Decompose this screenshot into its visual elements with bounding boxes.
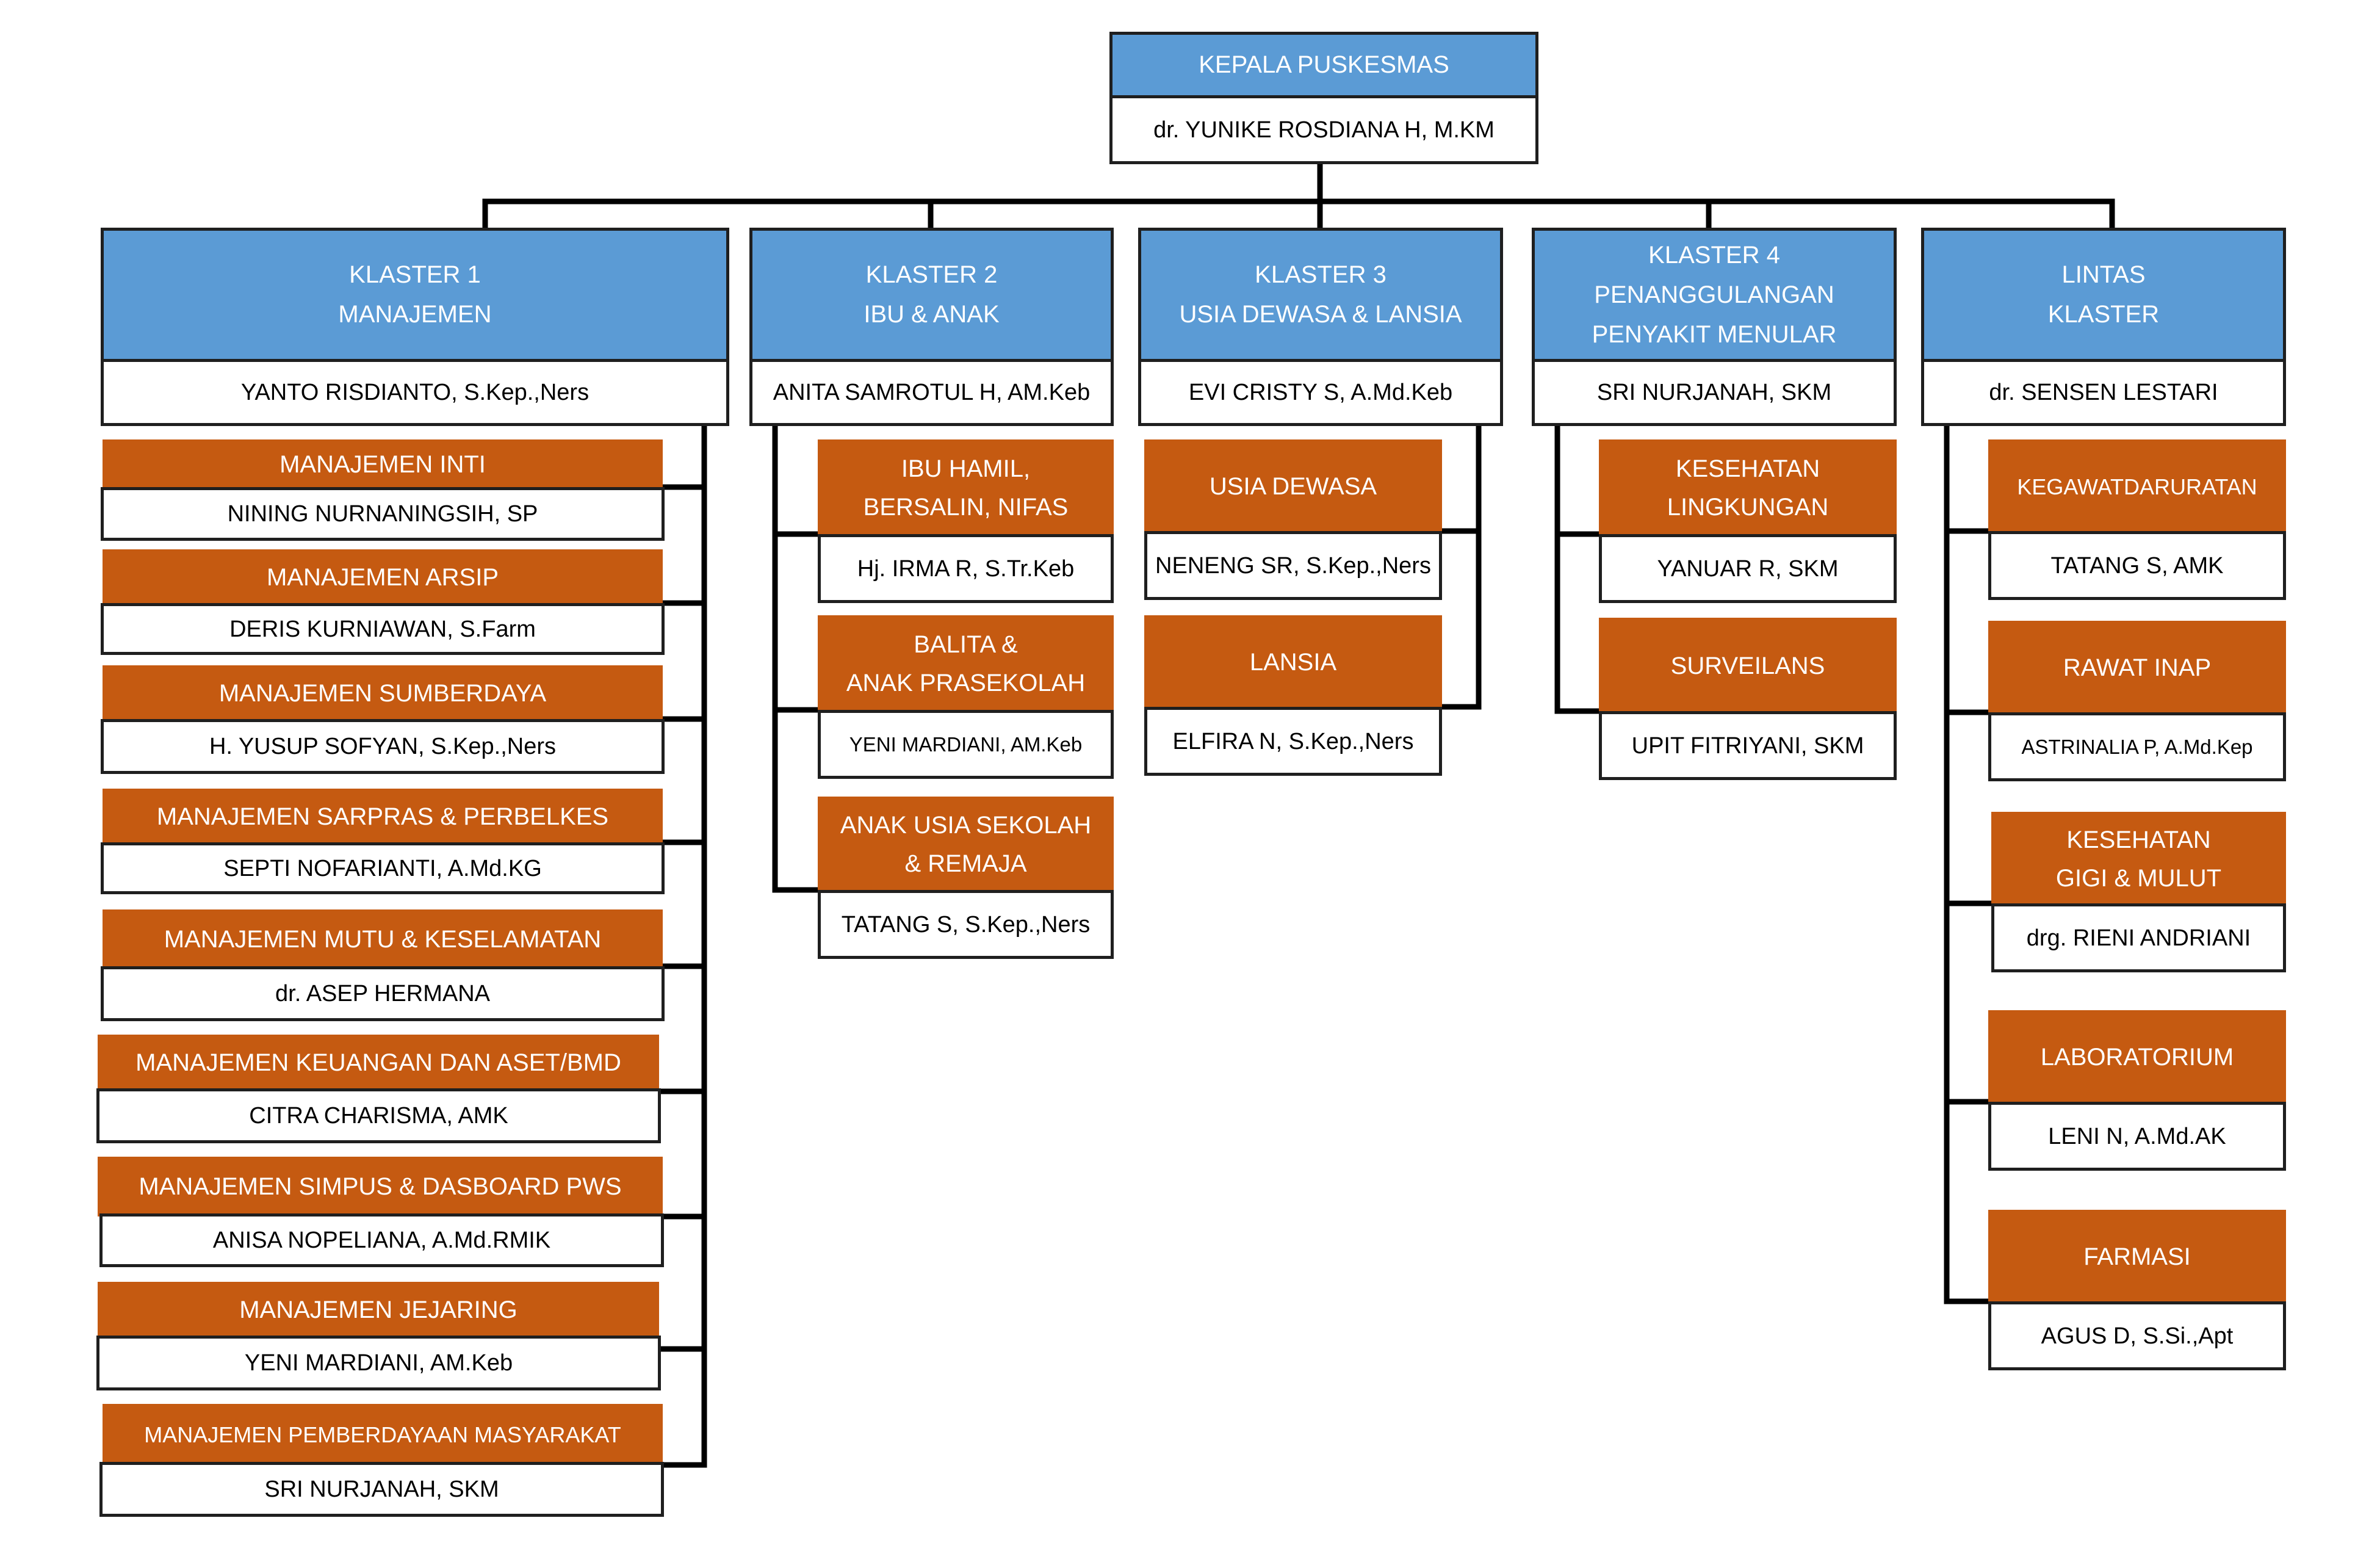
k4-unit-2-name: UPIT FITRIYANI, SKM bbox=[1599, 711, 1897, 780]
k1-unit-6-name: CITRA CHARISMA, AMK bbox=[96, 1088, 661, 1143]
k3-unit-2-title: LANSIA bbox=[1144, 615, 1442, 710]
k1-unit-6-title: MANAJEMEN KEUANGAN DAN ASET/BMD bbox=[98, 1035, 659, 1091]
k1-unit-3-title: MANAJEMEN SUMBERDAYA bbox=[103, 665, 663, 722]
k1-unit-1-title: MANAJEMEN INTI bbox=[103, 439, 663, 490]
k2-unit-3-name: TATANG S, S.Kep.,Ners bbox=[818, 890, 1114, 959]
k1-unit-9-name: SRI NURJANAH, SKM bbox=[99, 1462, 664, 1517]
klaster-1-coordinator: YANTO RISDIANTO, S.Kep.,Ners bbox=[101, 359, 729, 426]
lk-unit-3-title: KESEHATAN GIGI & MULUT bbox=[1991, 812, 2286, 906]
k1-unit-8-title: MANAJEMEN JEJARING bbox=[98, 1282, 659, 1339]
k1-unit-2-name: DERIS KURNIAWAN, S.Farm bbox=[101, 603, 665, 655]
lk-unit-3-name: drg. RIENI ANDRIANI bbox=[1991, 903, 2286, 972]
klaster-1-title: KLASTER 1 MANAJEMEN bbox=[101, 228, 729, 362]
k1-unit-4-title: MANAJEMEN SARPRAS & PERBELKES bbox=[103, 789, 663, 845]
lintas-klaster-title: LINTAS KLASTER bbox=[1921, 228, 2286, 362]
lk-unit-2-title: RAWAT INAP bbox=[1988, 621, 2286, 715]
lk-unit-5-title: FARMASI bbox=[1988, 1210, 2286, 1304]
lk-unit-4-name: LENI N, A.Md.AK bbox=[1988, 1102, 2286, 1171]
k2-unit-2-title: BALITA & ANAK PRASEKOLAH bbox=[818, 615, 1114, 713]
k3-unit-1-name: NENENG SR, S.Kep.,Ners bbox=[1144, 531, 1442, 600]
k1-unit-8-name: YENI MARDIANI, AM.Keb bbox=[96, 1336, 661, 1390]
lk-unit-1-name: TATANG S, AMK bbox=[1988, 531, 2286, 600]
k1-unit-1-name: NINING NURNANINGSIH, SP bbox=[101, 487, 665, 541]
k4-unit-2-title: SURVEILANS bbox=[1599, 618, 1897, 714]
k2-unit-1-title: IBU HAMIL, BERSALIN, NIFAS bbox=[818, 439, 1114, 537]
k2-unit-1-name: Hj. IRMA R, S.Tr.Keb bbox=[818, 534, 1114, 603]
lk-unit-4-title: LABORATORIUM bbox=[1988, 1010, 2286, 1105]
k1-unit-7-title: MANAJEMEN SIMPUS & DASBOARD PWS bbox=[98, 1157, 663, 1217]
k1-unit-5-name: dr. ASEP HERMANA bbox=[101, 966, 665, 1021]
k3-unit-2-name: ELFIRA N, S.Kep.,Ners bbox=[1144, 707, 1442, 776]
k1-unit-2-title: MANAJEMEN ARSIP bbox=[103, 549, 663, 606]
k1-unit-5-title: MANAJEMEN MUTU & KESELAMATAN bbox=[103, 909, 663, 969]
head-name: dr. YUNIKE ROSDIANA H, M.KM bbox=[1109, 95, 1538, 164]
k3-unit-1-title: USIA DEWASA bbox=[1144, 439, 1442, 534]
lintas-klaster-coordinator: dr. SENSEN LESTARI bbox=[1921, 359, 2286, 426]
klaster-3-coordinator: EVI CRISTY S, A.Md.Keb bbox=[1138, 359, 1503, 426]
k1-unit-7-name: ANISA NOPELIANA, A.Md.RMIK bbox=[99, 1213, 664, 1267]
lk-unit-5-name: AGUS D, S.Si.,Apt bbox=[1988, 1301, 2286, 1370]
lk-unit-1-title: KEGAWATDARURATAN bbox=[1988, 439, 2286, 534]
klaster-4-coordinator: SRI NURJANAH, SKM bbox=[1532, 359, 1897, 426]
klaster-2-coordinator: ANITA SAMROTUL H, AM.Keb bbox=[749, 359, 1114, 426]
k4-unit-1-name: YANUAR R, SKM bbox=[1599, 534, 1897, 603]
k2-unit-3-title: ANAK USIA SEKOLAH & REMAJA bbox=[818, 797, 1114, 893]
klaster-2-title: KLASTER 2 IBU & ANAK bbox=[749, 228, 1114, 362]
k1-unit-9-title: MANAJEMEN PEMBERDAYAAN MASYARAKAT bbox=[103, 1404, 663, 1465]
lk-unit-2-name: ASTRINALIA P, A.Md.Kep bbox=[1988, 712, 2286, 781]
k1-unit-4-name: SEPTI NOFARIANTI, A.Md.KG bbox=[101, 842, 665, 894]
head-title: KEPALA PUSKESMAS bbox=[1109, 32, 1538, 98]
k1-unit-3-name: H. YUSUP SOFYAN, S.Kep.,Ners bbox=[101, 719, 665, 774]
k2-unit-2-name: YENI MARDIANI, AM.Keb bbox=[818, 710, 1114, 779]
klaster-4-title: KLASTER 4 PENANGGULANGAN PENYAKIT MENULA… bbox=[1532, 228, 1897, 362]
klaster-3-title: KLASTER 3 USIA DEWASA & LANSIA bbox=[1138, 228, 1503, 362]
k4-unit-1-title: KESEHATAN LINGKUNGAN bbox=[1599, 439, 1897, 537]
